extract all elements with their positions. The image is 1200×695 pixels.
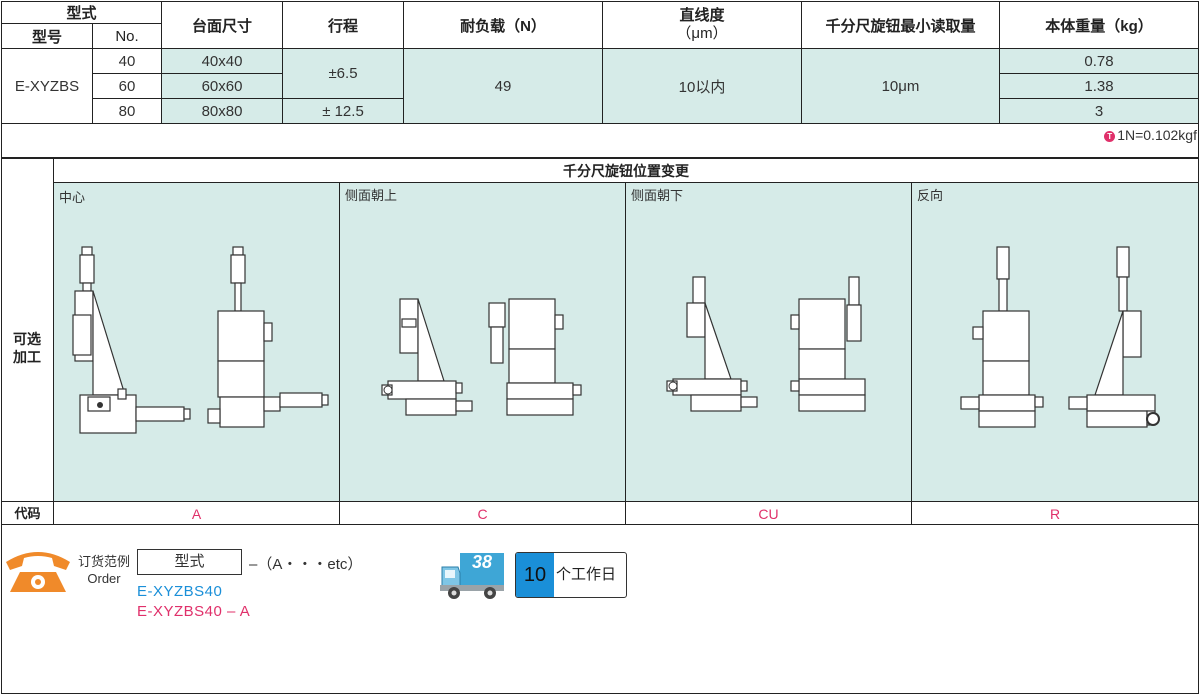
panel-side-down <box>626 183 911 501</box>
truck-number: 38 <box>471 552 493 572</box>
lead-time-days: 10 <box>516 553 554 597</box>
panel-reverse <box>912 183 1198 501</box>
header-weight: 本体重量（kg） <box>999 1 1199 49</box>
order-example-1: E-XYZBS40 <box>137 583 223 600</box>
note-row-frame <box>1 123 1199 158</box>
order-label-en: Order <box>87 571 121 586</box>
panel-divider-2 <box>625 183 626 524</box>
row-size-60: 60x60 <box>161 73 283 99</box>
header-straightness-unit: （μm） <box>676 25 728 42</box>
side-divider <box>53 159 54 524</box>
header-model: 型号 <box>1 23 93 49</box>
stage-drawing-side-up-front <box>381 298 473 416</box>
straightness-value: 10以内 <box>602 48 802 124</box>
model-name: E-XYZBS <box>1 48 93 124</box>
stage-drawing-side-up-side <box>488 298 582 416</box>
header-min-reading: 千分尺旋钮最小读取量 <box>801 1 1000 49</box>
title-divider <box>54 182 1198 183</box>
options-frame <box>1 158 1199 525</box>
stage-drawing-reverse-side <box>960 246 1044 428</box>
load-value: 49 <box>403 48 603 124</box>
row-size-80: 80x80 <box>161 98 283 124</box>
stage-drawing-center-side <box>207 246 329 428</box>
code-reverse: R <box>1049 506 1061 522</box>
row-no-80: 80 <box>92 98 162 124</box>
panel-title-side-down: 侧面朝下 <box>631 188 684 203</box>
panel-title-center: 中心 <box>59 190 86 205</box>
code-side-up: C <box>477 506 488 522</box>
header-no: No. <box>92 23 162 49</box>
side-label-line2: 加工 <box>13 349 41 365</box>
stroke-small: ±6.5 <box>282 48 404 99</box>
header-straightness-label: 直线度 <box>679 7 725 24</box>
row-size-40: 40x40 <box>161 48 283 74</box>
order-type-box: 型式 <box>137 549 242 575</box>
note-badge-icon: T <box>1104 131 1116 142</box>
order-label-cn: 订货范例 <box>77 554 130 569</box>
options-side-label: 可选 加工 <box>2 330 52 366</box>
code-side-down: CU <box>758 506 779 522</box>
stage-drawing-side-down-front <box>666 276 758 412</box>
row-weight-80: 3 <box>999 98 1199 124</box>
row-no-40: 40 <box>92 48 162 74</box>
order-suffix: –（A・・・etc） <box>249 556 363 573</box>
header-stroke: 行程 <box>282 1 404 49</box>
order-area-frame <box>1 524 1199 694</box>
lead-time-badge: 10 个工作日 <box>515 552 627 598</box>
stage-drawing-reverse-front <box>1068 246 1160 428</box>
row-no-60: 60 <box>92 73 162 99</box>
stroke-large: ± 12.5 <box>282 98 404 124</box>
code-label: 代码 <box>14 506 41 521</box>
min-reading-value: 10μm <box>801 48 1000 124</box>
options-title: 千分尺旋钮位置变更 <box>563 163 689 179</box>
panel-divider-1 <box>339 183 340 524</box>
order-example-2: E-XYZBS40 – A <box>137 603 251 620</box>
phone-icon <box>6 552 70 592</box>
header-type-group: 型式 <box>1 1 162 24</box>
code-center: A <box>191 506 202 522</box>
code-label-divider <box>53 502 54 524</box>
code-row-divider <box>2 501 1198 502</box>
panel-title-reverse: 反向 <box>917 188 944 203</box>
stage-drawing-center-front <box>72 246 191 434</box>
row-weight-60: 1.38 <box>999 73 1199 99</box>
panel-divider-3 <box>911 183 912 524</box>
panel-title-side-up: 侧面朝上 <box>345 188 398 203</box>
delivery-truck-icon <box>440 553 504 599</box>
side-label-line1: 可选 <box>13 331 41 347</box>
order-label: 订货范例 Order <box>74 553 134 587</box>
spec-table: 型式 台面尺寸 行程 耐负载（N） 直线度 （μm） 千分尺旋钮最小读取量 本体… <box>1 1 1199 124</box>
header-load: 耐负载（N） <box>403 1 603 49</box>
panel-side-up <box>340 183 625 501</box>
lead-time-unit: 个工作日 <box>556 566 617 583</box>
header-straightness: 直线度 （μm） <box>602 1 802 49</box>
row-weight-40: 0.78 <box>999 48 1199 74</box>
note-text: 1N=0.102kgf <box>1117 127 1197 143</box>
stage-drawing-side-down-side <box>790 276 866 412</box>
header-table-size: 台面尺寸 <box>161 1 283 49</box>
